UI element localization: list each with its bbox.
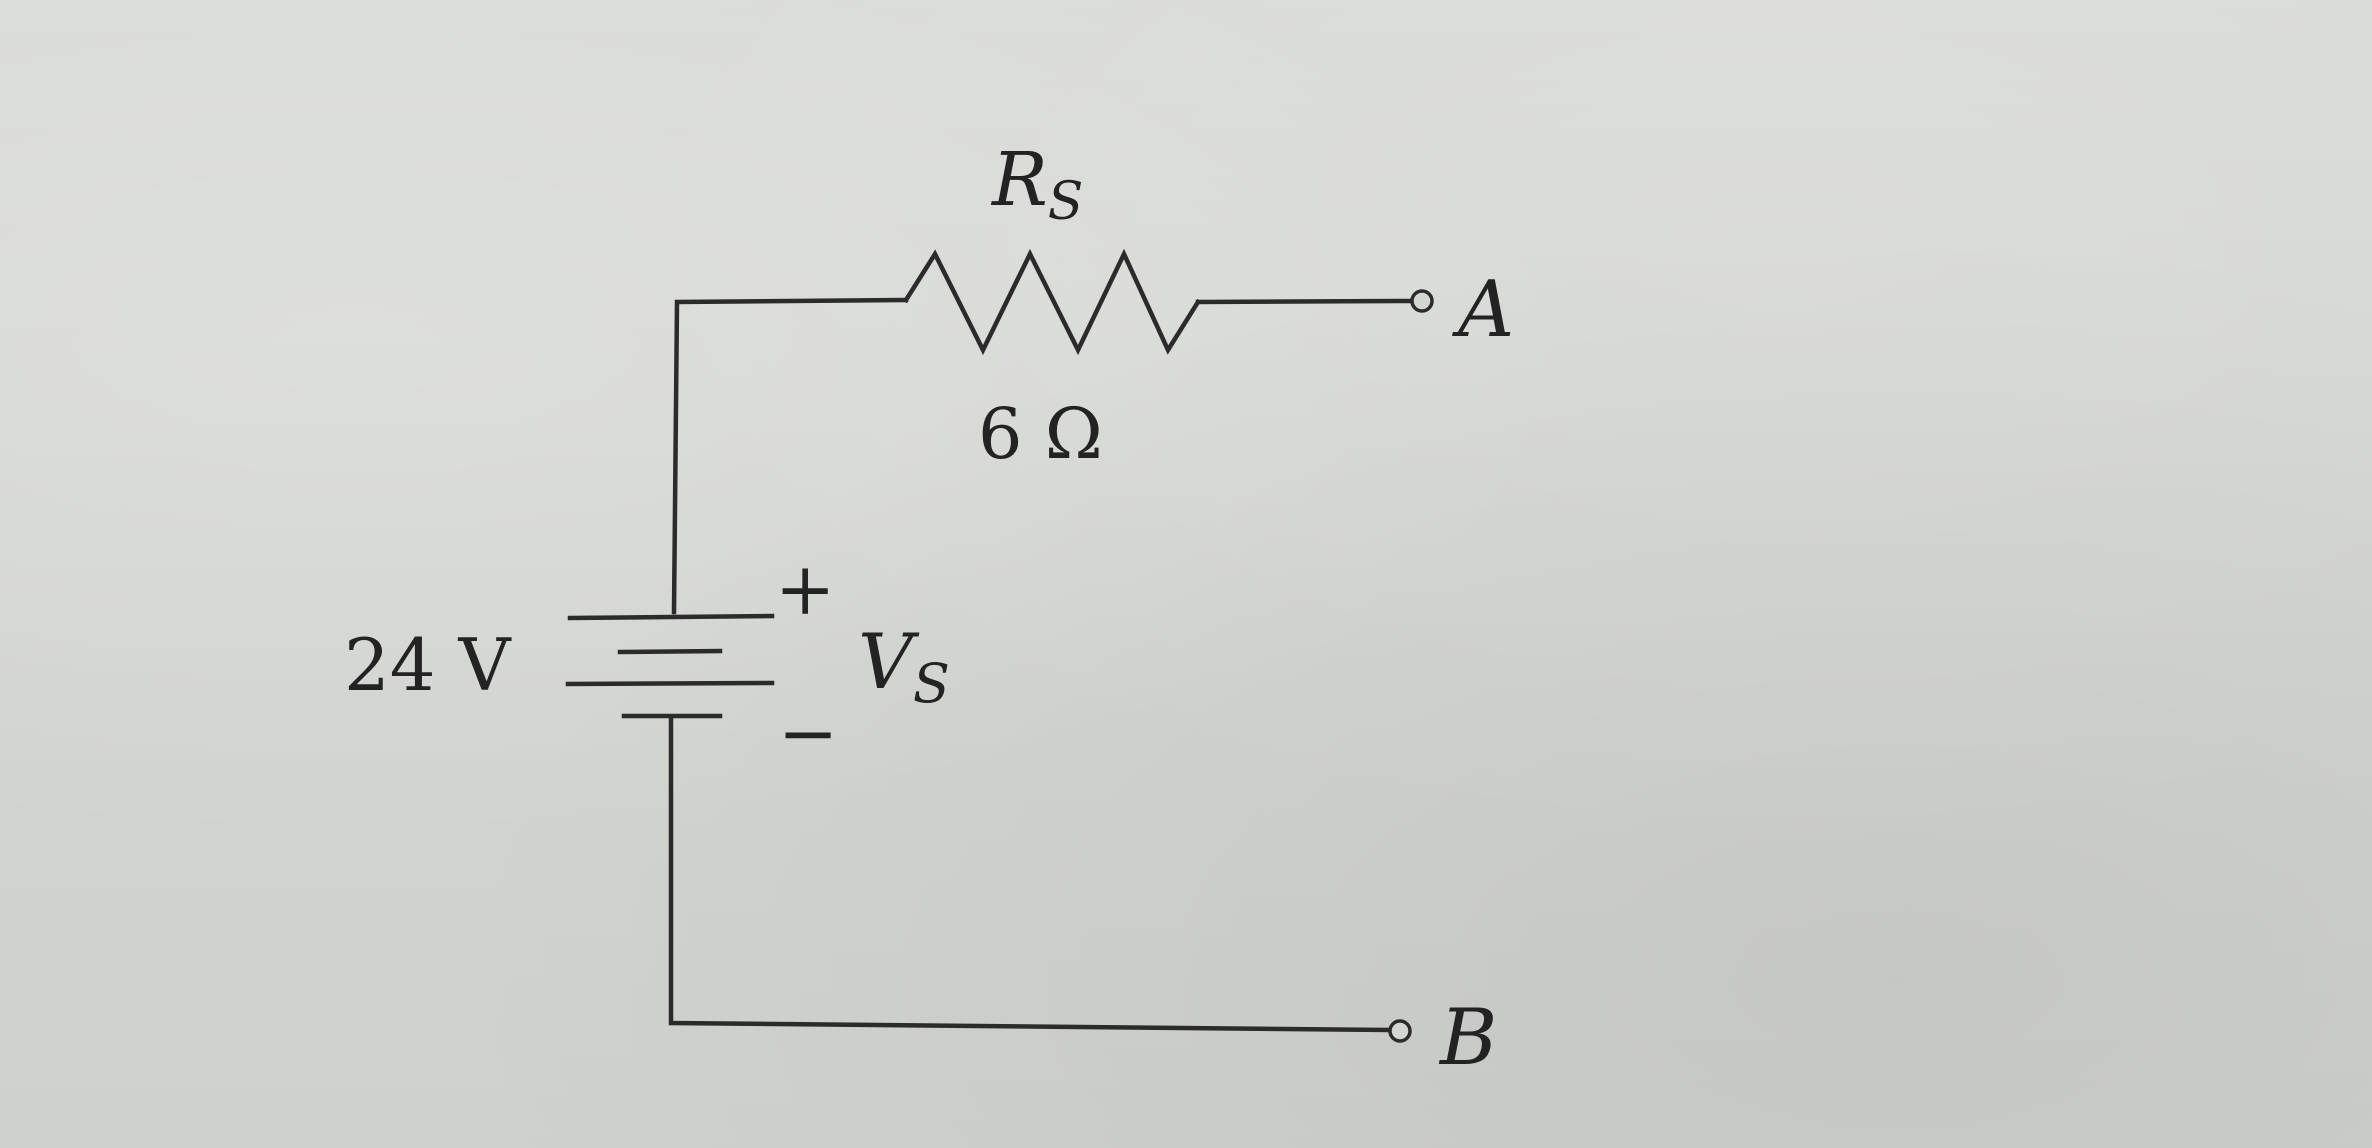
resistor-name-subscript: S	[1048, 172, 1084, 232]
wire-left-bottom	[668, 717, 1391, 1033]
battery-plate-short-1	[617, 648, 723, 655]
resistor-name-label: RS	[990, 137, 1083, 232]
resistor-value-label: 6 Ω	[978, 393, 1103, 475]
terminal-a-node	[1410, 289, 1434, 313]
battery-plate-long-1	[567, 613, 775, 621]
terminal-a-label: A	[1452, 265, 1514, 355]
source-plus-sign: +	[775, 547, 835, 631]
source-name-label: VS	[858, 617, 950, 715]
resistor-name-main: R	[990, 137, 1048, 223]
battery-plate-long-2	[565, 680, 775, 687]
wire-left-top	[671, 297, 909, 615]
source-minus-sign: −	[778, 691, 838, 775]
terminal-b-label: B	[1438, 993, 1497, 1083]
terminal-b-node	[1388, 1019, 1412, 1043]
resistor-zigzag	[902, 248, 1202, 356]
source-name-main: V	[858, 617, 920, 706]
source-name-subscript: S	[913, 652, 950, 715]
source-value-label: 24 V	[344, 623, 513, 707]
wire-to-terminal-a	[1195, 298, 1413, 305]
